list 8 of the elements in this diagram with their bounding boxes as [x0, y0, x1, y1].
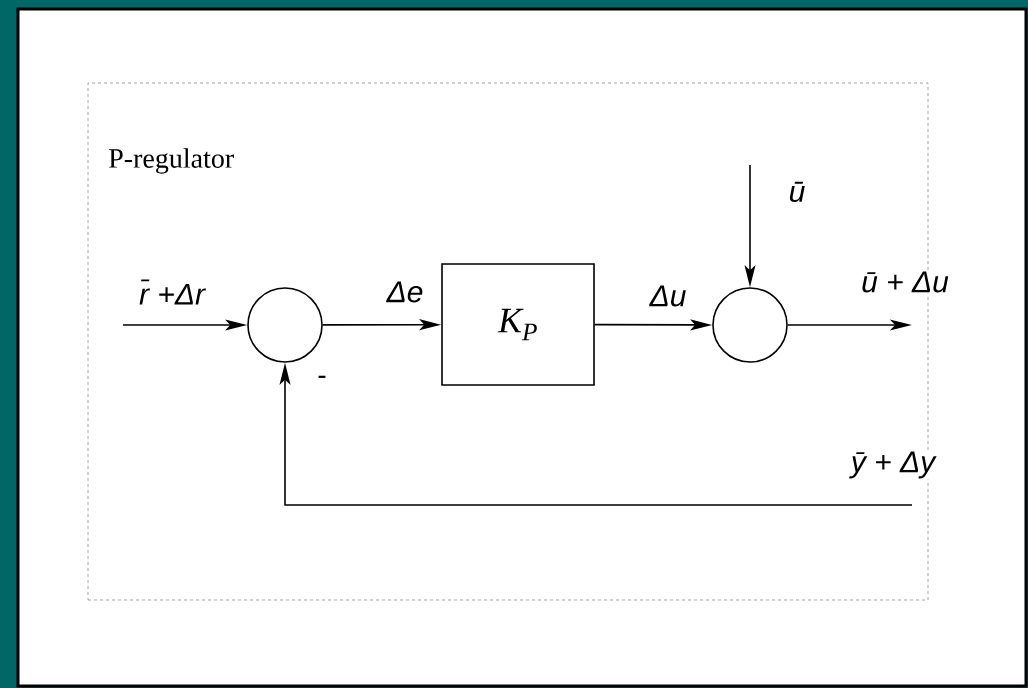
minus-sign: -: [318, 375, 326, 378]
edge-label: r̄ +Δr: [138, 278, 206, 306]
group-title: P-regulator: [109, 148, 234, 174]
summing-junction: [247, 287, 323, 363]
edge-label: ū + Δu: [860, 270, 950, 294]
edge-label: ȳ + Δy: [849, 450, 937, 480]
summing-junction: [712, 287, 788, 363]
gain-block: K$_{P}$: [441, 263, 595, 386]
